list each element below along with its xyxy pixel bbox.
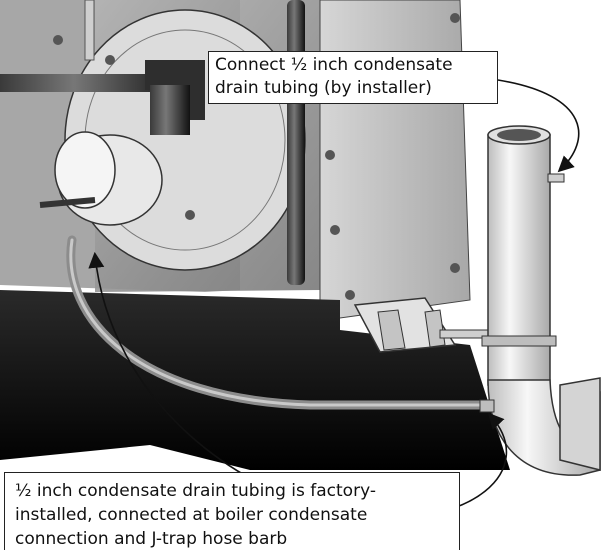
callout-bottom-line-3: connection and J-trap hose barb xyxy=(15,529,288,549)
cabinet-side xyxy=(319,0,471,319)
vertical-pipe-right xyxy=(287,0,305,285)
callout-installer-tubing: Connect ½ inch condensate drain tubing (… xyxy=(208,51,498,104)
callout-top-line-1: Connect ½ inch condensate xyxy=(215,55,453,75)
callout-bottom-line-2: installed, connected at boiler condensat… xyxy=(15,505,368,525)
arrow-to-hose-barb xyxy=(497,79,580,173)
horizontal-pipe xyxy=(0,74,185,92)
j-trap xyxy=(479,125,601,476)
callout-top-line-2: drain tubing (by installer) xyxy=(215,78,432,98)
callout-bottom-line-1: ½ inch condensate drain tubing is factor… xyxy=(15,481,376,501)
mounting-bracket xyxy=(353,297,496,353)
thin-rod xyxy=(84,0,95,61)
coupling xyxy=(39,131,163,226)
callout-factory-tubing: ½ inch condensate drain tubing is factor… xyxy=(4,472,460,550)
vertical-pipe-left xyxy=(150,85,190,135)
